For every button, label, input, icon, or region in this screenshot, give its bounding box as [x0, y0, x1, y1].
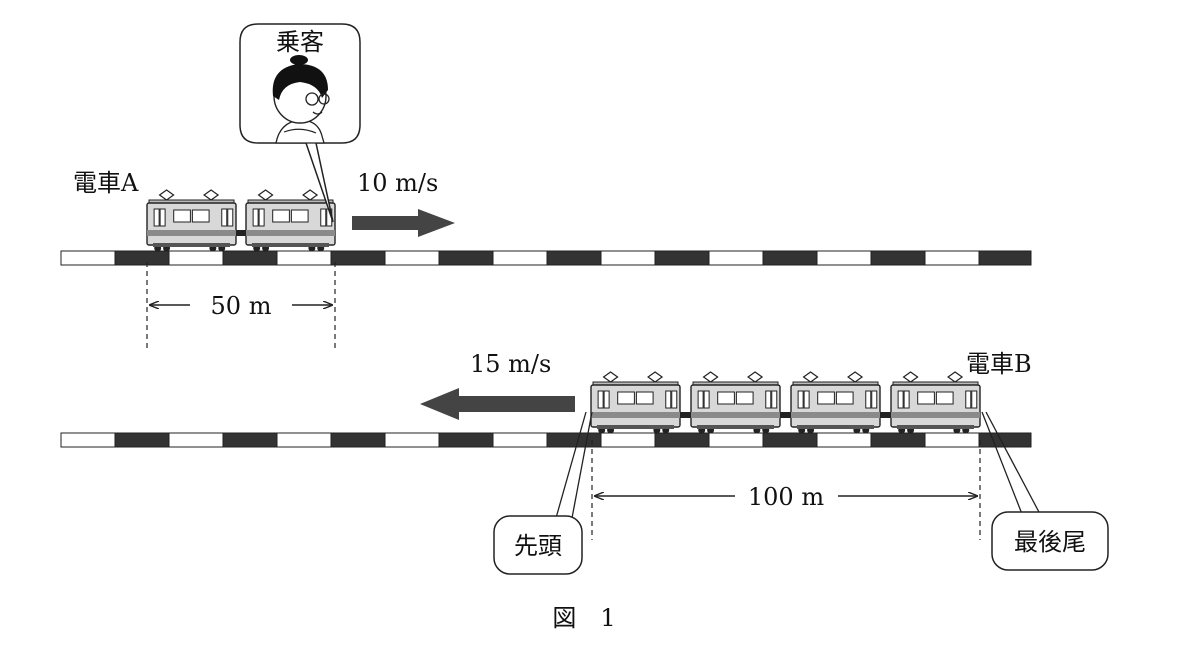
- train-a-label: 電車A: [73, 169, 139, 197]
- train-b-label: 電車B: [966, 350, 1032, 378]
- pantograph-icon: [203, 189, 220, 201]
- front-callout: [493, 411, 593, 575]
- track-segment: [870, 432, 926, 448]
- track-segment: [762, 432, 818, 448]
- train-a: [146, 189, 336, 252]
- track-segment: [384, 250, 440, 266]
- track-segment: [654, 432, 710, 448]
- train-a-direction-arrow: [352, 209, 455, 237]
- train-car: [690, 371, 781, 434]
- coupler: [880, 412, 891, 418]
- track-segment: [546, 432, 602, 448]
- passenger-label: 乗客: [276, 28, 324, 56]
- track-segment: [978, 250, 1032, 266]
- track-segment: [222, 432, 278, 448]
- passenger-face-icon: [272, 55, 330, 144]
- pantograph-icon: [302, 189, 319, 201]
- track-segment: [222, 250, 278, 266]
- train-car: [790, 371, 881, 434]
- track-segment: [330, 250, 386, 266]
- train-a-speed-label: 10 m/s: [357, 169, 438, 197]
- track-segment: [762, 250, 818, 266]
- pantograph-icon: [747, 371, 764, 383]
- track-segment: [924, 250, 980, 266]
- track-segment: [438, 432, 494, 448]
- track-segment: [114, 432, 170, 448]
- track-segment: [492, 250, 548, 266]
- pantograph-icon: [902, 371, 919, 383]
- train-b-direction-arrow: [420, 388, 575, 420]
- track-lower: [60, 432, 1032, 448]
- figure-caption: 図 1: [552, 604, 615, 632]
- pantograph-icon: [702, 371, 719, 383]
- train-car: [890, 371, 981, 434]
- track-segment: [924, 432, 980, 448]
- track-segment: [708, 250, 764, 266]
- track-segment: [816, 250, 872, 266]
- track-segment: [438, 250, 494, 266]
- train-a-length-label: 50 m: [211, 292, 272, 320]
- rear-callout: [981, 411, 1109, 571]
- train-b-length-dimension: [591, 440, 981, 540]
- track-segment: [276, 250, 332, 266]
- track-segment: [708, 432, 764, 448]
- train-b-length-label: 100 m: [748, 483, 824, 511]
- track-segment: [492, 432, 548, 448]
- coupler: [236, 230, 246, 236]
- track-segment: [114, 250, 170, 266]
- train-b-speed-label: 15 m/s: [470, 350, 551, 378]
- front-label: 先頭: [514, 532, 562, 560]
- passenger-callout: [239, 23, 361, 223]
- track-segment: [168, 432, 224, 448]
- track-segment: [60, 432, 116, 448]
- pantograph-icon: [257, 189, 274, 201]
- track-segment: [384, 432, 440, 448]
- track-segment: [60, 250, 116, 266]
- track-upper: [60, 250, 1032, 266]
- track-segment: [600, 250, 656, 266]
- pantograph-icon: [647, 371, 664, 383]
- track-segment: [978, 432, 1032, 448]
- pantograph-icon: [602, 371, 619, 383]
- coupler: [680, 412, 691, 418]
- pantograph-icon: [847, 371, 864, 383]
- track-segment: [276, 432, 332, 448]
- train-car: [146, 189, 237, 252]
- track-segment: [870, 250, 926, 266]
- train-a-length-dimension: [146, 262, 336, 350]
- track-segment: [546, 250, 602, 266]
- pantograph-icon: [158, 189, 175, 201]
- rear-label: 最後尾: [1014, 528, 1086, 556]
- track-segment: [816, 432, 872, 448]
- track-segment: [654, 250, 710, 266]
- track-segment: [600, 432, 656, 448]
- train-b: [590, 371, 981, 434]
- train-car: [590, 371, 681, 434]
- train-car: [245, 189, 336, 252]
- pantograph-icon: [947, 371, 964, 383]
- pantograph-icon: [802, 371, 819, 383]
- track-segment: [168, 250, 224, 266]
- coupler: [780, 412, 791, 418]
- track-segment: [330, 432, 386, 448]
